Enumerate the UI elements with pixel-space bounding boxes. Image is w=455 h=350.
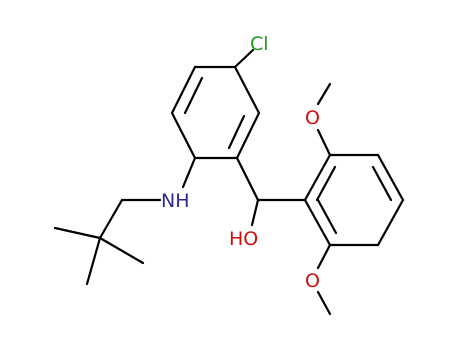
ring-dimethoxyphenyl	[303, 153, 405, 247]
bond	[303, 198, 332, 247]
bond	[53, 226, 102, 240]
bond	[316, 198, 338, 235]
bond-methoxy-top-methyl	[316, 82, 332, 106]
bond-to-chlorine	[233, 48, 255, 69]
bond-carbinol-to-oh	[250, 198, 260, 227]
bond	[170, 65, 197, 115]
bond-ring-to-methoxy-bottom	[316, 243, 332, 270]
bond-ring-to-nh	[181, 156, 197, 189]
bond-ring-to-methoxy-top	[316, 128, 332, 157]
bond	[183, 76, 204, 115]
bond	[371, 165, 393, 202]
bond	[170, 111, 197, 160]
bond	[376, 198, 405, 247]
bond	[85, 236, 102, 286]
amine-label: NH	[161, 190, 190, 212]
methoxy-top-oxygen-label: O	[305, 107, 320, 129]
bond	[233, 65, 261, 115]
bond	[227, 114, 246, 150]
bond	[235, 111, 261, 160]
methoxy-bottom-oxygen-label: O	[305, 270, 320, 292]
hydroxyl-label: HO	[229, 228, 258, 250]
chlorine-label: Cl	[250, 33, 269, 55]
bond	[98, 236, 145, 265]
bond	[235, 156, 260, 202]
bond	[98, 198, 124, 240]
bond	[315, 165, 337, 202]
ring-chloroaniline	[170, 65, 261, 160]
bond	[376, 153, 405, 202]
bond	[303, 153, 332, 202]
bond-methoxy-bottom-methyl	[316, 290, 332, 316]
